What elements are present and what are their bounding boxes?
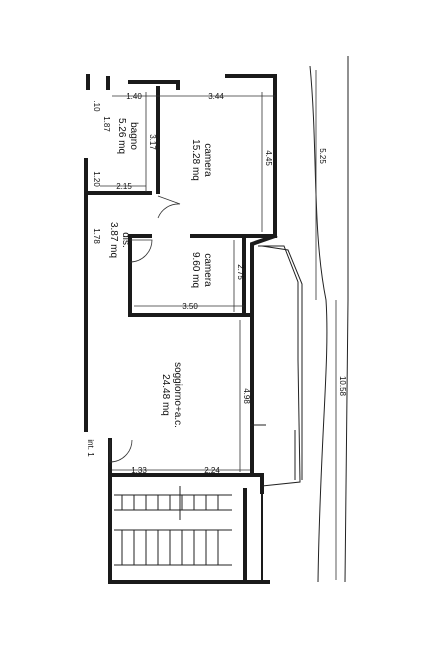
wall-right-upper (225, 74, 277, 238)
room-camera-small-name: camera (202, 253, 213, 287)
dim-344: 3.44 (208, 92, 224, 101)
door-camera-small (129, 239, 153, 263)
dim-10: .10 (92, 100, 101, 112)
room-soggiorno-name: soggiorno+a.c. (172, 362, 183, 428)
room-bagno-area: 5.26 mq (116, 118, 127, 154)
dimension-lines (100, 70, 337, 580)
balcony-outline (258, 245, 301, 487)
room-labels: camera 15.28 mq bagno 5.26 mq dis. 3.87 … (108, 118, 213, 428)
dimension-labels: .10 1.40 3.44 1.87 3.17 4.45 5.25 1.20 2… (86, 92, 347, 475)
dim-187: 1.87 (102, 116, 111, 132)
boundary-2 (344, 56, 349, 583)
dim-1058: 10.58 (338, 376, 347, 397)
wall-stair-outer (108, 473, 270, 584)
staircase (114, 486, 232, 566)
boundary-curves (309, 56, 349, 583)
walls (84, 74, 278, 584)
doors (109, 195, 181, 463)
room-camera-large-name: camera (202, 143, 213, 177)
wall-top-left (128, 80, 180, 90)
dim-498: 4.98 (242, 388, 251, 404)
wall-camera-small-top (128, 234, 152, 264)
dim-int: int. 1 (86, 439, 95, 457)
room-soggiorno-area: 24.48 mq (160, 374, 171, 416)
room-dis-name: dis. (120, 232, 131, 248)
dim-224: 2.24 (204, 466, 220, 475)
room-bagno-name: bagno (128, 122, 139, 150)
dim-215: 2.15 (116, 182, 132, 191)
door-entrance (109, 439, 133, 463)
room-camera-small-area: 9.60 mq (190, 252, 201, 288)
dim-525: 5.25 (318, 148, 327, 164)
dim-317: 3.17 (148, 134, 157, 150)
dim-133: 1.33 (131, 466, 147, 475)
room-dis-area: 3.87 mq (108, 222, 119, 258)
dim-140: 1.40 (126, 92, 142, 101)
wall-right-lower (250, 233, 278, 494)
dim-275: 2.75 (236, 264, 245, 280)
dim-350: 3.50 (182, 302, 198, 311)
balcony-inner (261, 245, 303, 480)
dim-445: 4.45 (264, 150, 273, 166)
boundary-1 (309, 65, 328, 583)
room-camera-large-area: 15.28 mq (190, 139, 201, 181)
dim-120: 1.20 (92, 171, 101, 187)
balcony (250, 245, 303, 487)
dim-178: 1.78 (92, 228, 101, 244)
door-camera-large (157, 195, 181, 219)
